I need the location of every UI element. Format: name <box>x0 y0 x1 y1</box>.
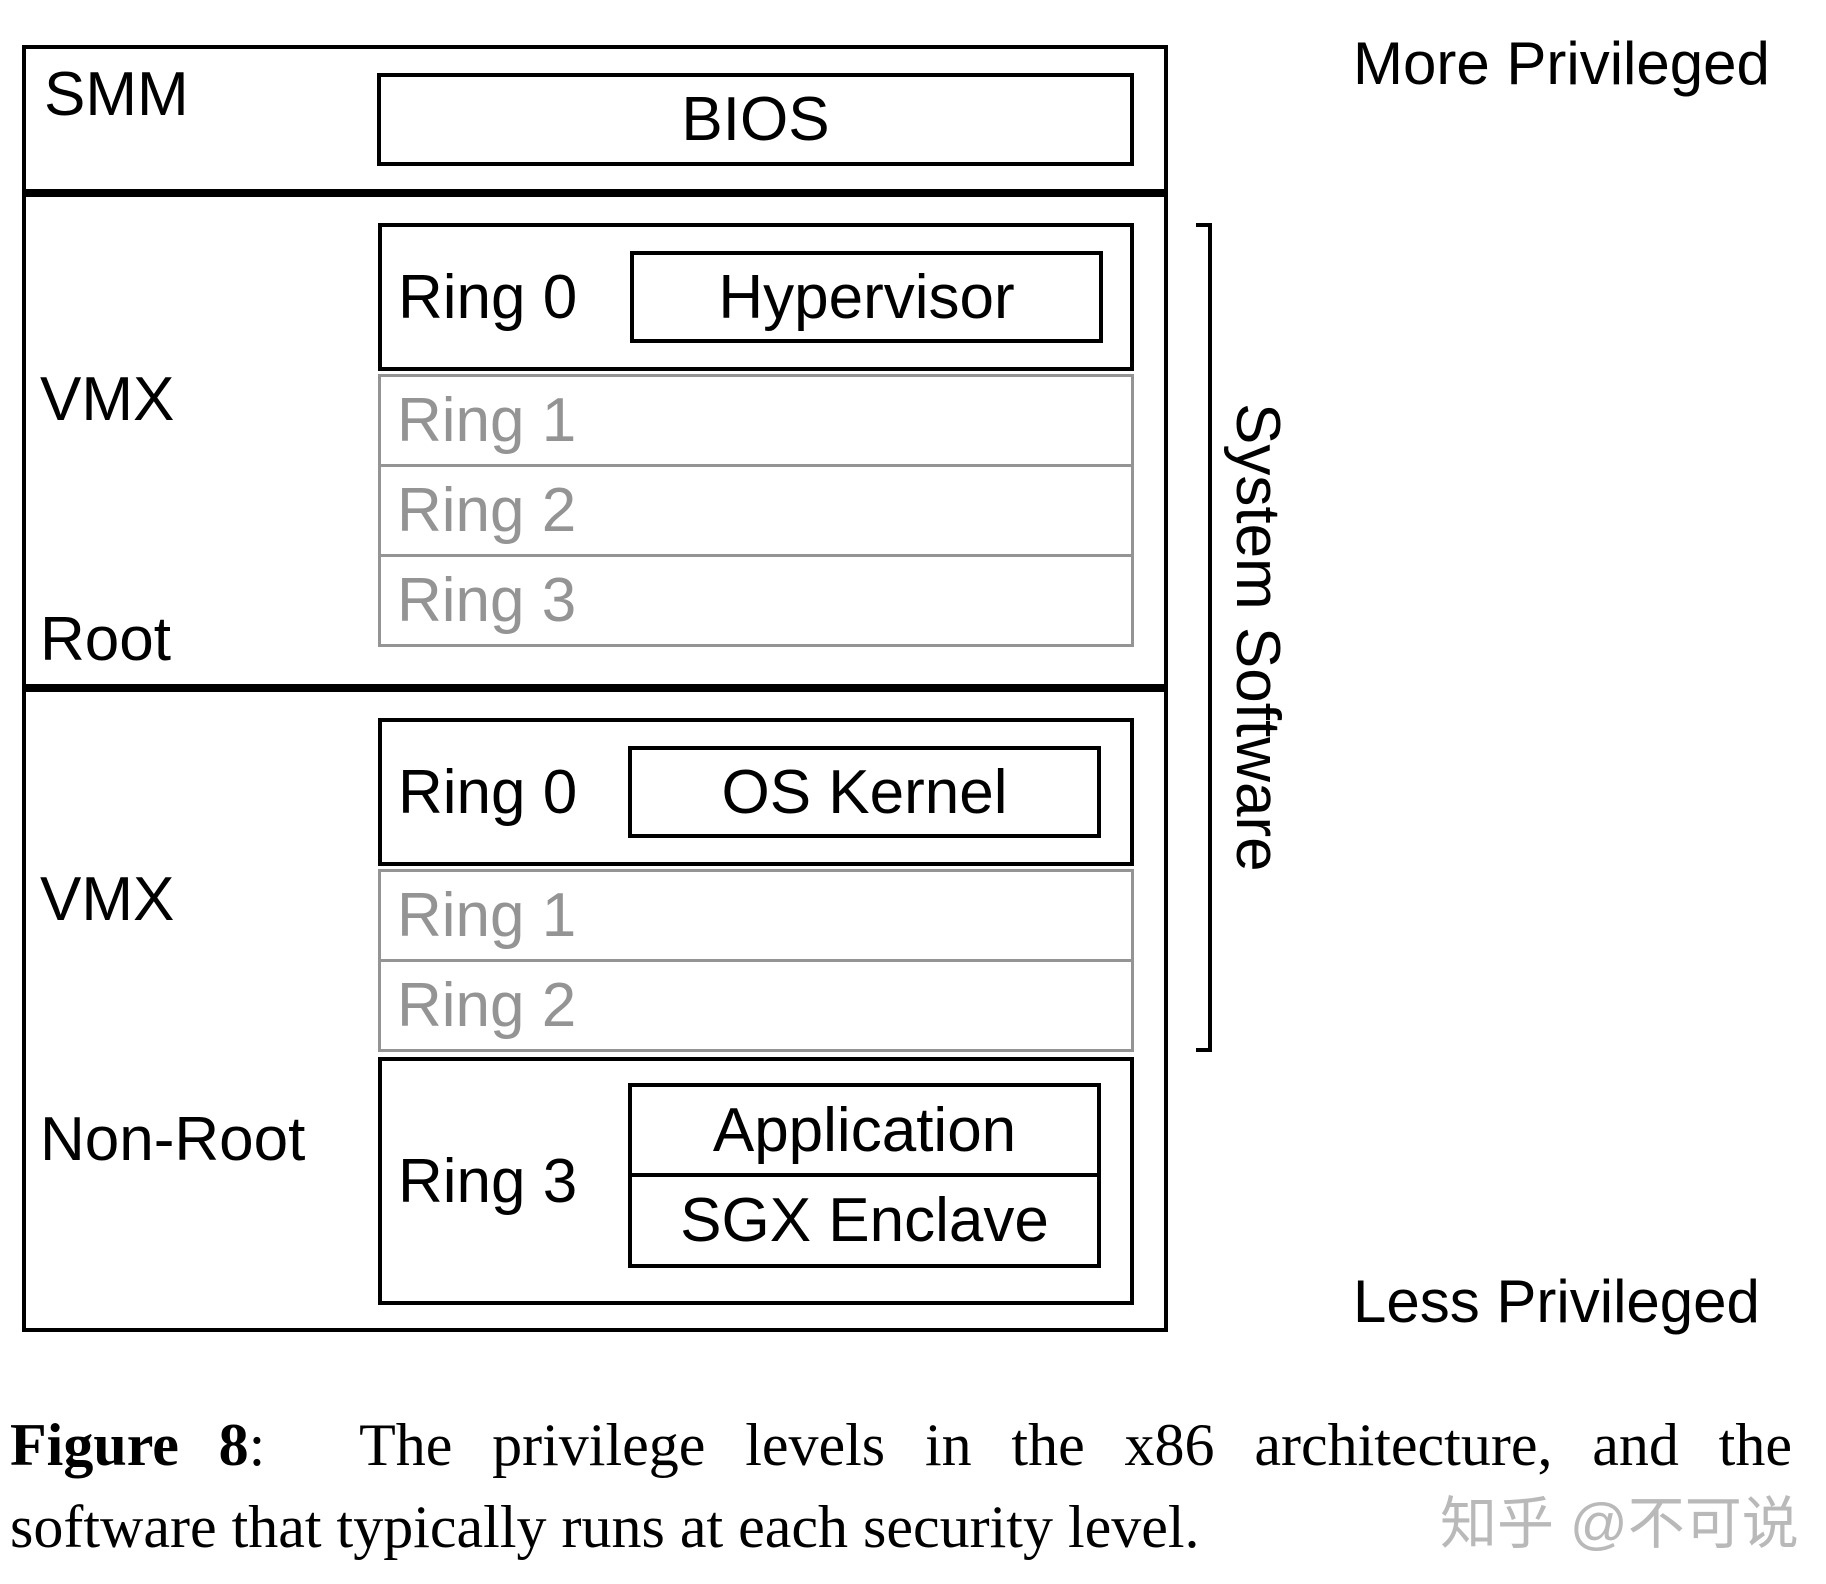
figure-number: Figure 8 <box>10 1412 249 1478</box>
vmx-root-ring3-row: Ring 3 <box>378 554 1134 647</box>
os-kernel-label: OS Kernel <box>721 757 1008 827</box>
system-software-label: System Software <box>1223 403 1292 872</box>
smm-zone-label: SMM <box>44 60 189 129</box>
vmx-root-ring0-label: Ring 0 <box>398 262 578 332</box>
more-privileged-label: More Privileged <box>1353 30 1770 97</box>
vmx-nonroot-ring1-label: Ring 1 <box>397 881 577 950</box>
less-privileged-label: Less Privileged <box>1353 1268 1760 1335</box>
vmx-root-ring1-label: Ring 1 <box>397 386 577 455</box>
vmx-root-ring2-row: Ring 2 <box>378 464 1134 557</box>
vmx-nonroot-ring2-row: Ring 2 <box>378 959 1134 1052</box>
vmx-root-zone-label: VMX Root <box>40 200 174 840</box>
application-label: Application <box>712 1095 1017 1165</box>
vmx-root-label-line2: Root <box>40 605 171 674</box>
hypervisor-box: Hypervisor <box>630 251 1103 343</box>
sgx-enclave-label: SGX Enclave <box>680 1186 1049 1255</box>
system-software-bracket <box>1196 223 1212 1052</box>
vmx-nonroot-ring3-label: Ring 3 <box>398 1146 578 1216</box>
figure-caption-text-line1: The privilege levels in the x86 architec… <box>359 1412 1792 1478</box>
os-kernel-box: OS Kernel <box>628 746 1101 838</box>
figure-caption-line1: Figure 8: The privilege levels in the x8… <box>10 1404 1792 1486</box>
application-box: Application <box>628 1083 1101 1177</box>
sgx-enclave-box: SGX Enclave <box>628 1173 1101 1268</box>
figure-caption: Figure 8: The privilege levels in the x8… <box>10 1404 1792 1568</box>
zhihu-watermark: 知乎 @不可说 <box>1440 1492 1799 1556</box>
vmx-nonroot-label-line2: Non-Root <box>40 1105 306 1174</box>
bios-box: BIOS <box>377 73 1134 166</box>
bios-label: BIOS <box>681 85 830 154</box>
vmx-root-label-line1: VMX <box>40 365 175 434</box>
vmx-nonroot-zone-label: VMX Non-Root <box>40 700 305 1340</box>
vmx-nonroot-ring0-label: Ring 0 <box>398 757 578 827</box>
figure-caption-line2: software that typically runs at each sec… <box>10 1494 1200 1560</box>
vmx-nonroot-label-line1: VMX <box>40 865 175 934</box>
vmx-nonroot-ring2-label: Ring 2 <box>397 971 577 1040</box>
system-software-label-wrap: System Software <box>1222 223 1293 1052</box>
vmx-nonroot-ring1-row: Ring 1 <box>378 869 1134 962</box>
vmx-root-ring1-row: Ring 1 <box>378 374 1134 467</box>
figure-caption-colon: : <box>248 1412 266 1478</box>
vmx-root-ring2-label: Ring 2 <box>397 476 577 545</box>
vmx-root-ring3-label: Ring 3 <box>397 566 577 635</box>
hypervisor-label: Hypervisor <box>718 262 1015 332</box>
